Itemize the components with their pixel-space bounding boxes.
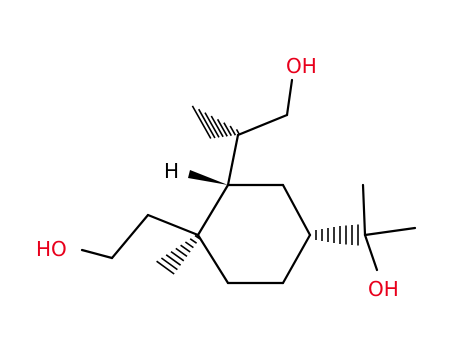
bond-cq-o <box>363 233 379 272</box>
bond-c1-ch2a <box>146 213 200 237</box>
bond-ch2a-ch2b <box>110 213 150 260</box>
wedge-bond-h <box>188 170 228 185</box>
ring-bond-c3-c4 <box>281 183 312 237</box>
bond-cq-methyl-up <box>361 183 367 237</box>
hashed-bond-methyl-left <box>156 234 201 275</box>
ring-bond-c4-c5 <box>281 233 312 285</box>
hashed-bond-methyl-top <box>191 105 241 139</box>
hydroxyl-label-top: OH <box>286 54 317 78</box>
hashed-bond-c4-cq <box>315 224 359 246</box>
hydrogen-label: H <box>164 159 179 183</box>
bond-ch2-o <box>285 78 294 117</box>
bond-c2-ch <box>226 133 240 187</box>
bond-ch2b-o <box>80 248 114 260</box>
bond-ch-ch2 <box>236 113 289 137</box>
ring-bond-c1-c2 <box>196 183 230 237</box>
bond-cq-methyl-right <box>363 226 417 237</box>
hydroxyl-label-left: HO <box>36 237 67 261</box>
hydroxyl-label-right: OH <box>368 277 399 301</box>
ring-bond-c6-c1 <box>196 233 230 285</box>
